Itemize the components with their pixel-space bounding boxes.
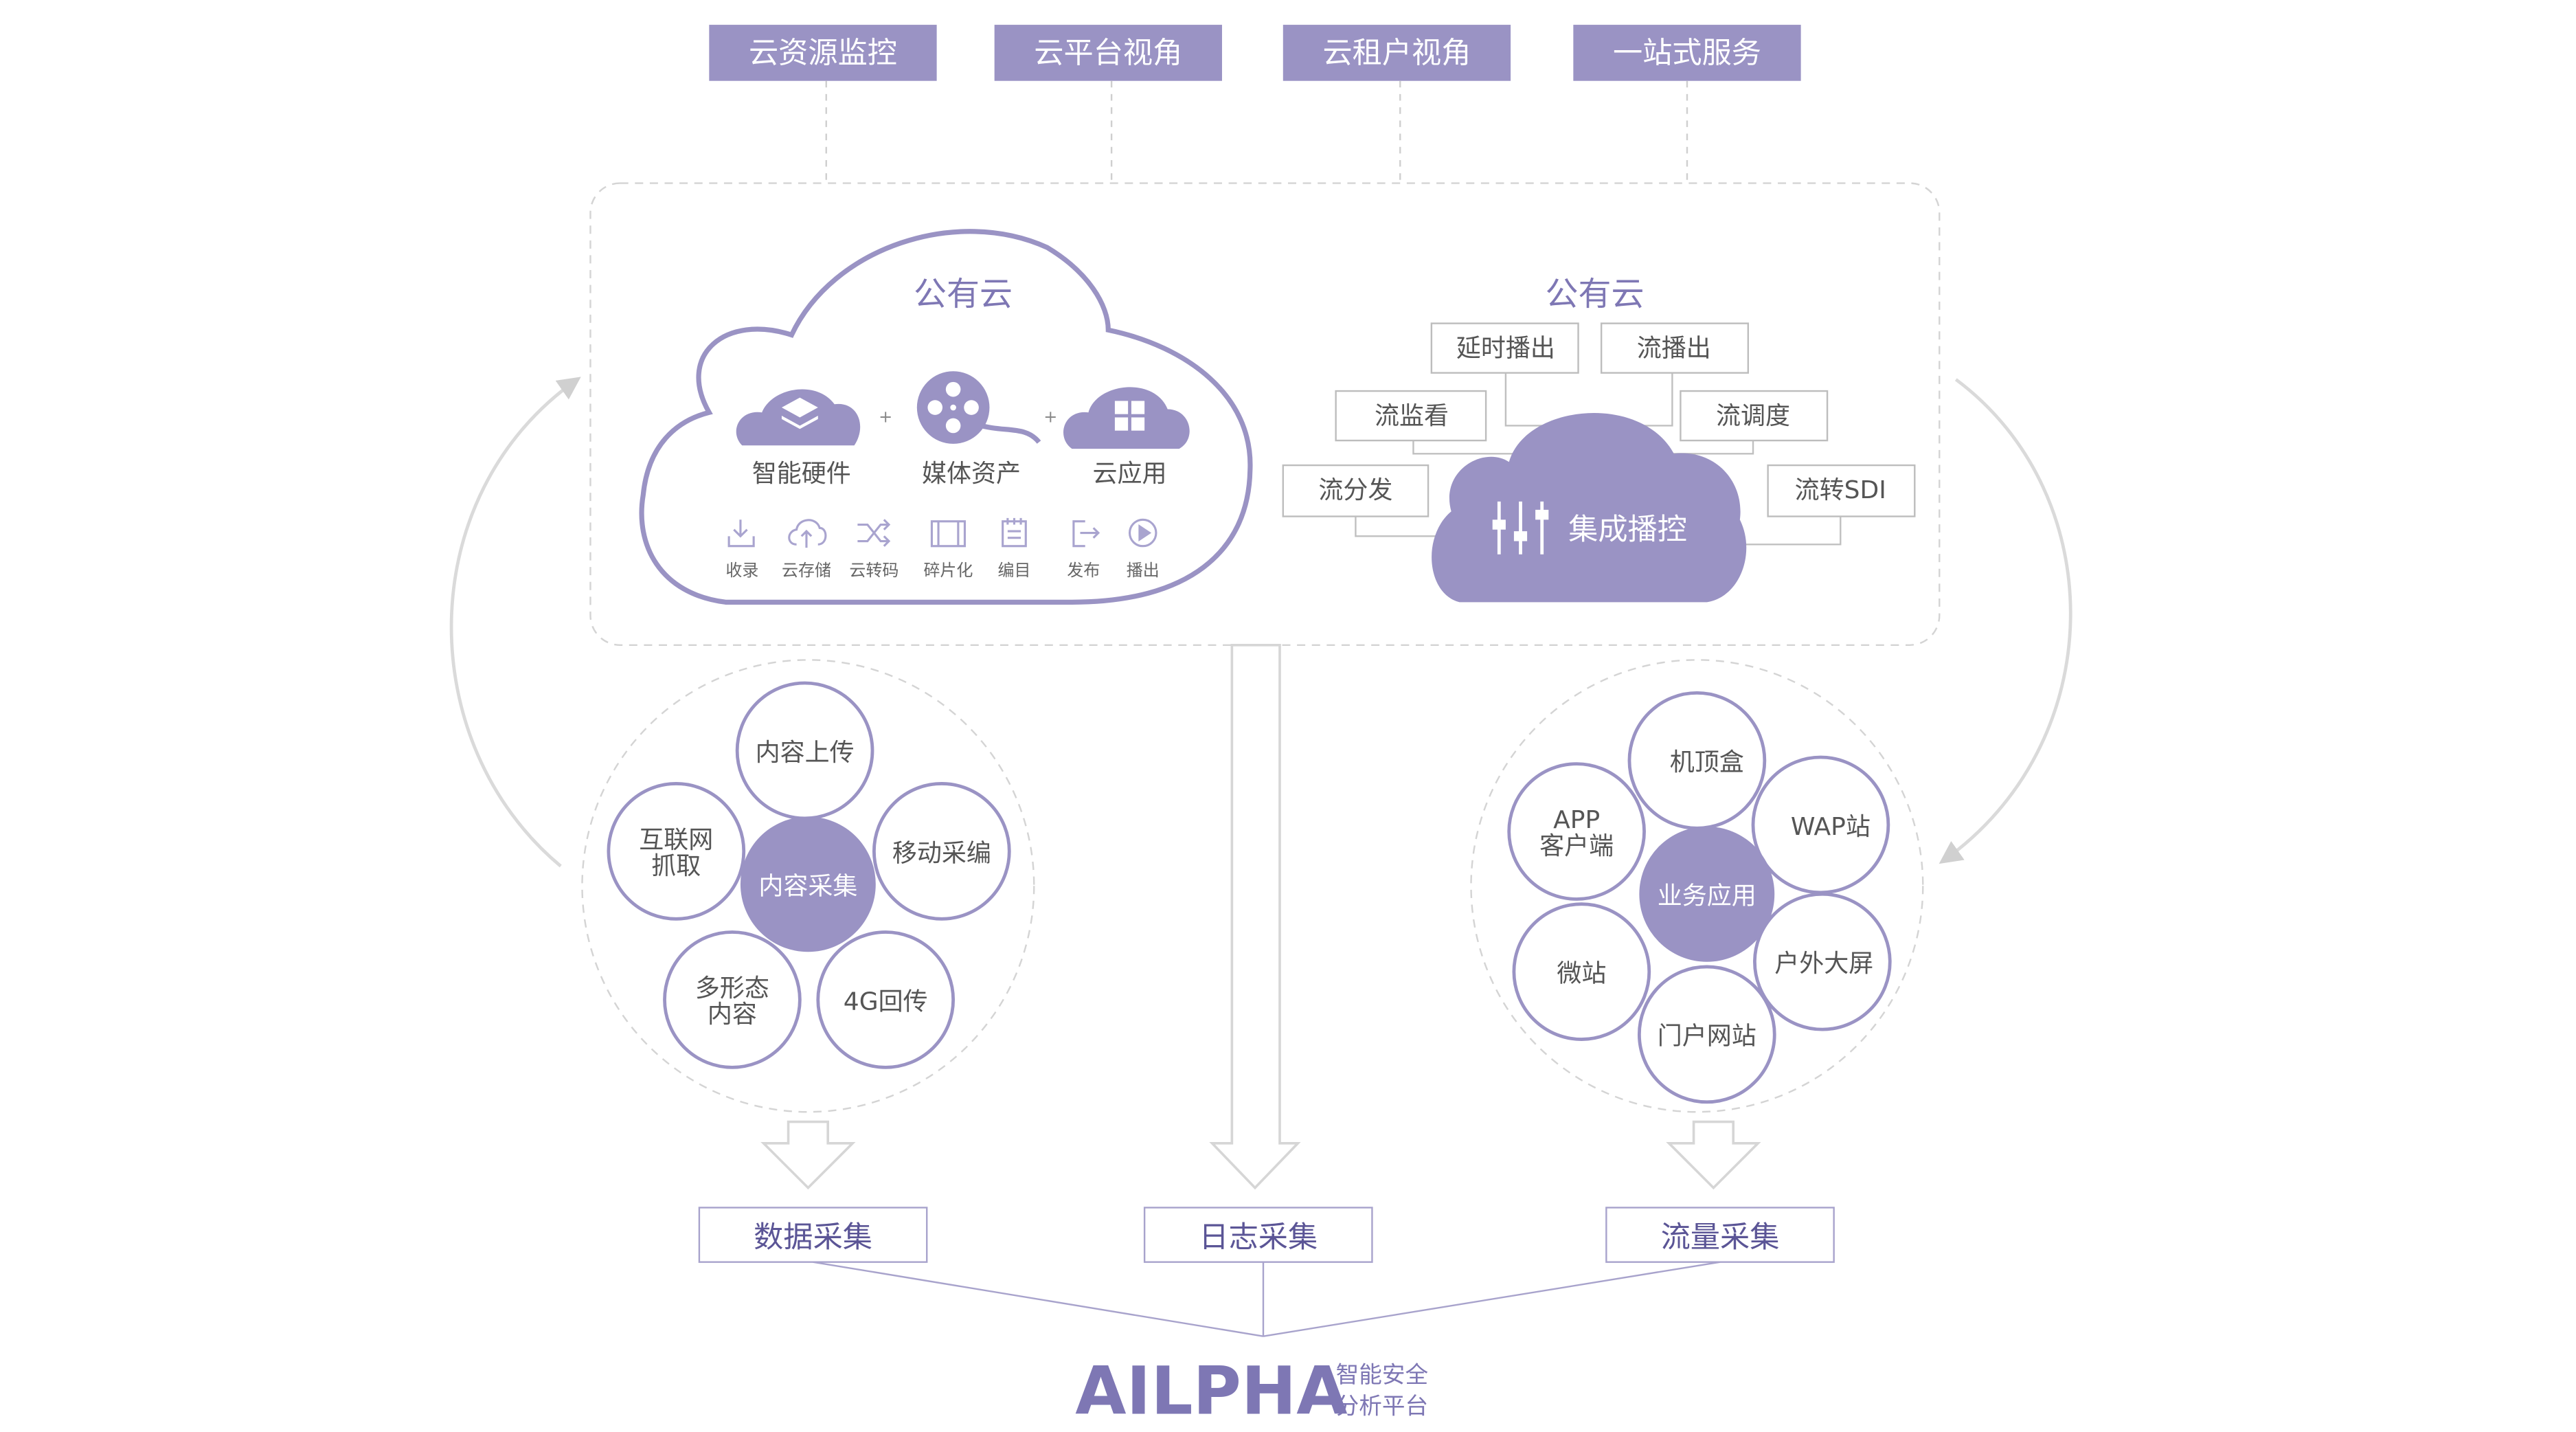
- cloud-upload-icon: [788, 519, 827, 548]
- tool-label-broadcast: 播出: [1127, 561, 1160, 580]
- tab-cloud-platform-view[interactable]: 云平台视角: [1034, 36, 1182, 70]
- service-boxes: 延时播出 流播出 流监看 流调度 流分发 流转SDI: [1282, 322, 1916, 517]
- tab-cloud-tenant-view[interactable]: 云租户视角: [1322, 36, 1471, 70]
- layers-icon: [781, 397, 818, 429]
- plus-sign-1: +: [879, 407, 892, 427]
- brand-logo: AILPHA: [1075, 1353, 1347, 1430]
- cloud-app-label: 云应用: [1093, 460, 1167, 488]
- tab-one-stop-service[interactable]: 一站式服务: [1613, 36, 1761, 70]
- petal-content-upload: 内容上传: [756, 739, 855, 767]
- left-public-cloud: 公有云 智能硬件 + 媒体资产 +: [639, 229, 1253, 605]
- left-down-arrow: [760, 1120, 856, 1190]
- ailpha-brand: AILPHA 智能安全 分析平台: [1075, 1353, 1428, 1430]
- left-cloud-title: 公有云: [914, 275, 1013, 313]
- service-delayed-playout[interactable]: 延时播出: [1456, 335, 1555, 363]
- petal-multiform-content-line-2: 内容: [708, 1000, 757, 1029]
- service-stream-playout[interactable]: 流播出: [1637, 335, 1711, 363]
- tool-label-fragment: 碎片化: [923, 561, 973, 580]
- film-reel-icon: [927, 381, 979, 434]
- tab-cloud-resource-monitor[interactable]: 云资源监控: [749, 36, 897, 70]
- brand-tagline-1: 智能安全: [1336, 1361, 1428, 1388]
- inbox-icon: [727, 519, 755, 548]
- tool-label-ingest: 收录: [725, 561, 758, 580]
- right-down-arrow: [1666, 1120, 1761, 1190]
- collector-traffic[interactable]: 流量采集: [1661, 1220, 1780, 1255]
- petal-internet-crawl-line-2: 抓取: [651, 852, 701, 880]
- collector-data[interactable]: 数据采集: [754, 1220, 872, 1255]
- tool-label-publish: 发布: [1067, 561, 1100, 580]
- petal-outdoor-screen: 户外大屏: [1774, 950, 1873, 978]
- plus-sign-2: +: [1043, 407, 1057, 427]
- film-strip-icon: [930, 520, 967, 548]
- integrated-broadcast-label: 集成播控: [1568, 513, 1687, 547]
- grid-icon: [1114, 401, 1145, 431]
- petal-internet-crawl: 互联网抓取: [639, 826, 713, 880]
- tool-labels: 收录 云存储 云转码 碎片化 编目 发布 播出: [725, 561, 1159, 580]
- convergence-lines: [813, 1261, 1721, 1337]
- business-application-center: 业务应用: [1658, 882, 1756, 910]
- play-icon: [1128, 518, 1157, 548]
- top-tabs: 云资源监控 云平台视角 云租户视角 一站式服务: [709, 25, 1801, 81]
- petal-multiform-content-line-1: 多形态: [695, 974, 769, 1003]
- media-assets-label: 媒体资产: [922, 460, 1021, 488]
- cloud-app-component: 云应用: [1063, 387, 1190, 488]
- petal-internet-crawl-line-1: 互联网: [639, 826, 713, 854]
- petal-set-top-box: 机顶盒: [1670, 748, 1744, 776]
- tab-connectors: [825, 80, 1688, 183]
- petal-multiform-content: 多形态内容: [695, 974, 769, 1029]
- export-icon: [1072, 520, 1100, 548]
- petal-portal-site: 门户网站: [1658, 1022, 1756, 1051]
- tool-label-catalog: 编目: [997, 561, 1030, 580]
- right-public-cloud: 公有云 集成播控 延时播出 流播出 流监看: [1282, 275, 1916, 603]
- petal-wap-site: WAP站: [1791, 813, 1871, 841]
- equalizer-icon: [1492, 501, 1549, 555]
- content-collection-cluster: 内容采集 内容上传 移动采编 4G回传 多形态内容 互联网抓取: [581, 659, 1035, 1113]
- petal-app-client-line-1: APP: [1553, 806, 1600, 834]
- tool-row: [727, 517, 1157, 548]
- petal-micro-site: 微站: [1557, 960, 1606, 988]
- collector-boxes: 数据采集 日志采集 流量采集: [698, 1207, 1835, 1263]
- center-down-arrow: [1209, 643, 1301, 1190]
- service-stream-to-sdi[interactable]: 流转SDI: [1795, 476, 1886, 504]
- tool-label-cloud-storage: 云存储: [782, 561, 831, 580]
- petal-app-client-line-2: 客户端: [1539, 832, 1614, 860]
- service-stream-monitor[interactable]: 流监看: [1375, 402, 1449, 430]
- smart-hardware-label: 智能硬件: [752, 460, 851, 488]
- notebook-icon: [1002, 517, 1027, 548]
- tool-label-transcode: 云转码: [849, 561, 899, 580]
- content-collection-center: 内容采集: [758, 872, 857, 900]
- service-stream-schedule[interactable]: 流调度: [1716, 402, 1790, 430]
- petal-4g-backhaul: 4G回传: [844, 987, 928, 1016]
- shuffle-icon: [857, 519, 891, 547]
- cloud-platform-container: [589, 182, 1941, 646]
- petal-mobile-editing: 移动采编: [892, 839, 991, 867]
- right-cloud-title: 公有云: [1546, 275, 1645, 313]
- brand-tagline-2: 分析平台: [1336, 1393, 1428, 1420]
- collector-log[interactable]: 日志采集: [1199, 1220, 1318, 1255]
- service-stream-distribution[interactable]: 流分发: [1318, 476, 1392, 504]
- media-assets-component: 媒体资产: [916, 371, 1041, 488]
- left-loop-arrow: [449, 377, 581, 868]
- smart-hardware-component: 智能硬件: [736, 389, 861, 488]
- right-loop-arrow: [1939, 378, 2072, 864]
